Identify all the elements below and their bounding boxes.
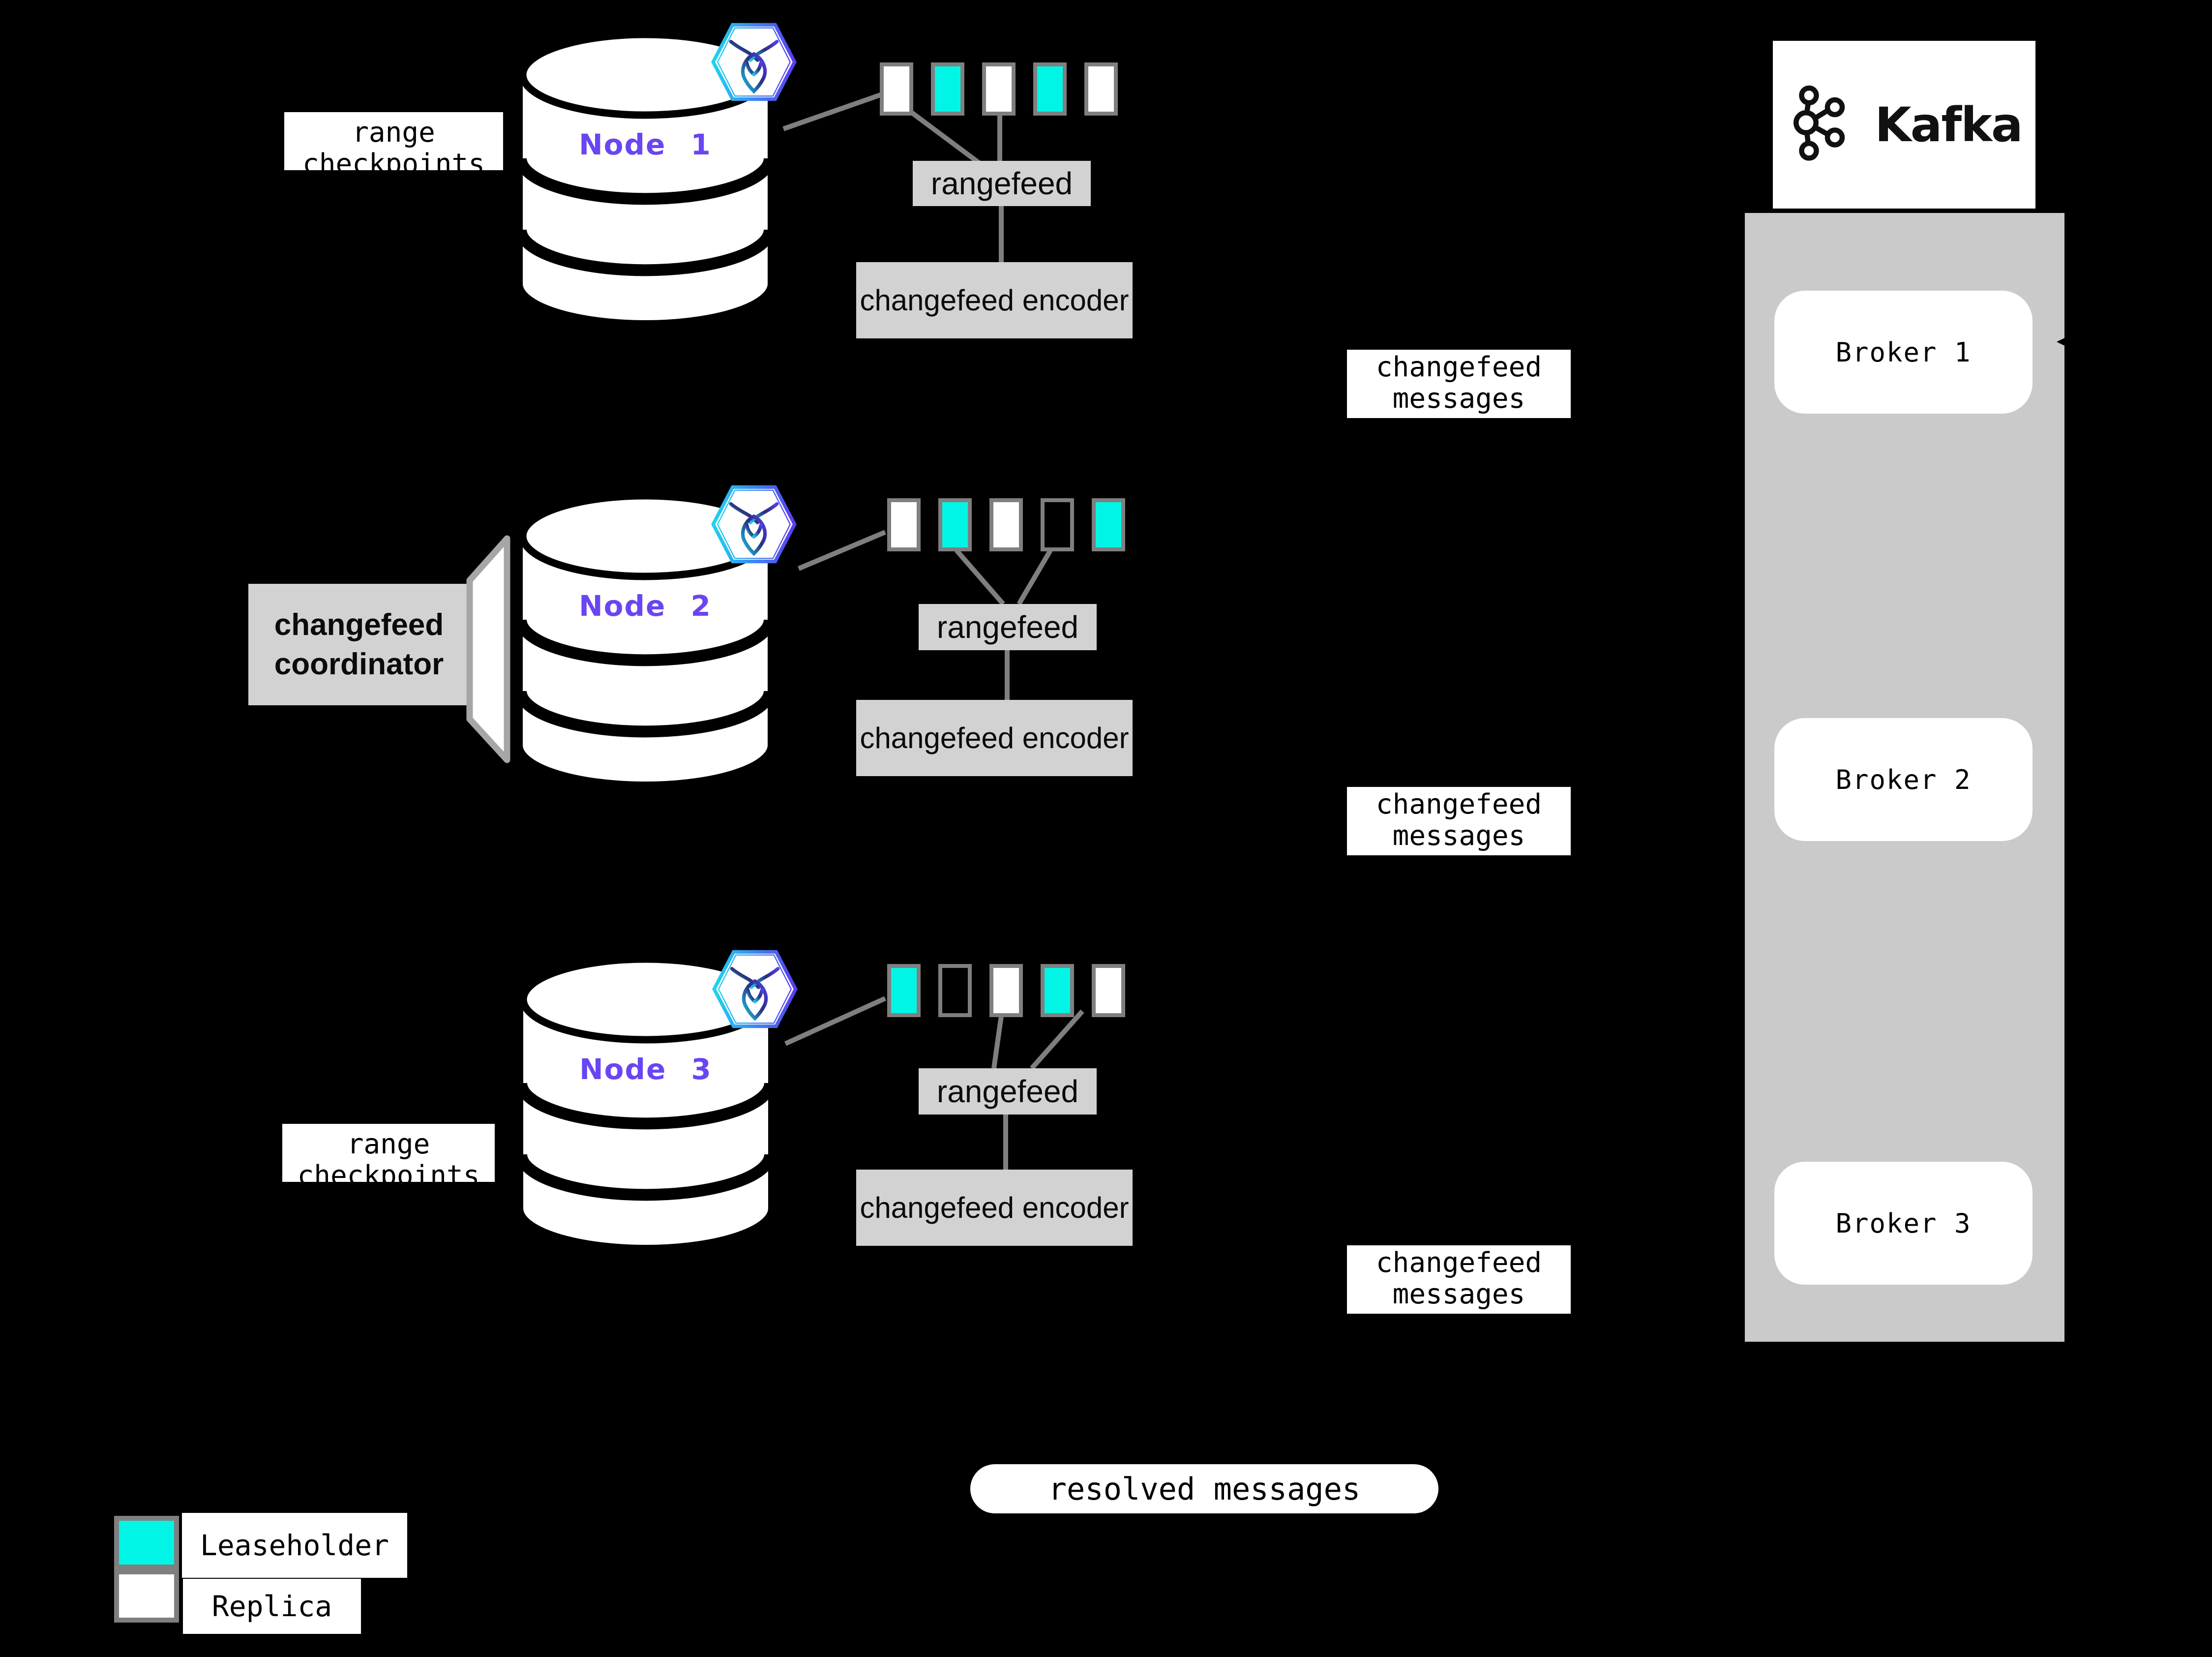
coordinator-flag-shape bbox=[466, 535, 510, 763]
line-node3-to-ranges bbox=[784, 996, 887, 1046]
line-range5-to-rangefeed3 bbox=[1030, 1009, 1084, 1070]
range-replica bbox=[887, 498, 921, 551]
changefeed-messages-label-3: changefeed messages bbox=[1347, 1245, 1571, 1314]
line-range1-to-rangefeed1 bbox=[908, 109, 981, 166]
range-replica bbox=[1092, 964, 1125, 1017]
node3-database-cylinder bbox=[515, 955, 776, 1253]
resolved-messages-pill: resolved messages bbox=[970, 1464, 1438, 1513]
range-empty bbox=[1041, 498, 1074, 551]
rangefeed-box-node1: rangefeed bbox=[913, 161, 1091, 206]
broker-2: Broker 2 bbox=[1774, 718, 2033, 841]
cockroachdb-icon bbox=[711, 485, 797, 564]
line-node1-to-ranges bbox=[782, 92, 883, 131]
line-range4-to-rangefeed2 bbox=[1016, 549, 1053, 605]
broker-1: Broker 1 bbox=[1774, 291, 2033, 414]
node3-range-row bbox=[887, 964, 1125, 1017]
broker-3: Broker 3 bbox=[1774, 1162, 2033, 1285]
node1-database-cylinder bbox=[515, 30, 776, 328]
legend-swatch-replica bbox=[114, 1569, 179, 1623]
range-leaseholder bbox=[1092, 498, 1125, 551]
legend-label-leaseholder: Leaseholder bbox=[182, 1513, 407, 1578]
changefeed-coordinator-box: changefeed coordinator bbox=[248, 584, 470, 705]
range-replica bbox=[880, 62, 913, 116]
kafka-wordmark: Kafka bbox=[1875, 97, 2023, 152]
legend-swatch-leaseholder bbox=[114, 1516, 179, 1569]
changefeed-encoder-box-node3: changefeed encoder bbox=[856, 1170, 1133, 1246]
rangefeed-box-node3: rangefeed bbox=[919, 1068, 1097, 1115]
kafka-card: Kafka bbox=[1773, 41, 2035, 209]
changefeed-messages-label-2: changefeed messages bbox=[1347, 787, 1571, 855]
cockroachdb-icon bbox=[711, 23, 797, 101]
range-checkpoints-label-node3: range checkpoints bbox=[282, 1124, 495, 1192]
range-leaseholder bbox=[1033, 62, 1067, 116]
node1-label: Node 1 bbox=[579, 128, 712, 161]
range-replica bbox=[982, 62, 1016, 116]
line-range3-to-rangefeed3 bbox=[991, 1016, 1004, 1069]
range-checkpoints-label-node1: range checkpoints bbox=[284, 112, 503, 180]
line-node2-to-ranges bbox=[798, 530, 886, 571]
range-leaseholder bbox=[887, 964, 921, 1017]
incoming-arrowhead-broker1 bbox=[2057, 328, 2085, 356]
cockroachdb-icon bbox=[712, 950, 798, 1028]
rangefeed-box-node2: rangefeed bbox=[919, 604, 1097, 650]
range-replica bbox=[989, 964, 1023, 1017]
range-leaseholder bbox=[938, 498, 972, 551]
range-leaseholder bbox=[931, 62, 964, 116]
changefeed-messages-label-1: changefeed messages bbox=[1347, 350, 1571, 418]
range-replica bbox=[1084, 62, 1118, 116]
node2-label: Node 2 bbox=[579, 589, 712, 623]
node2-range-row bbox=[887, 498, 1125, 551]
range-leaseholder bbox=[1041, 964, 1074, 1017]
node3-label: Node 3 bbox=[579, 1053, 712, 1086]
range-empty bbox=[938, 964, 972, 1017]
node1-range-row bbox=[880, 62, 1118, 116]
line-range2-to-rangefeed2 bbox=[955, 548, 1005, 606]
kafka-logo-icon bbox=[1794, 85, 1845, 161]
range-replica bbox=[989, 498, 1023, 551]
legend-label-replica: Replica bbox=[183, 1579, 361, 1634]
node2-database-cylinder bbox=[515, 492, 776, 789]
changefeed-encoder-box-node1: changefeed encoder bbox=[856, 262, 1133, 338]
kafka-broker-container: Broker 1 Broker 2 Broker 3 bbox=[1745, 213, 2064, 1342]
changefeed-encoder-box-node2: changefeed encoder bbox=[856, 700, 1133, 776]
